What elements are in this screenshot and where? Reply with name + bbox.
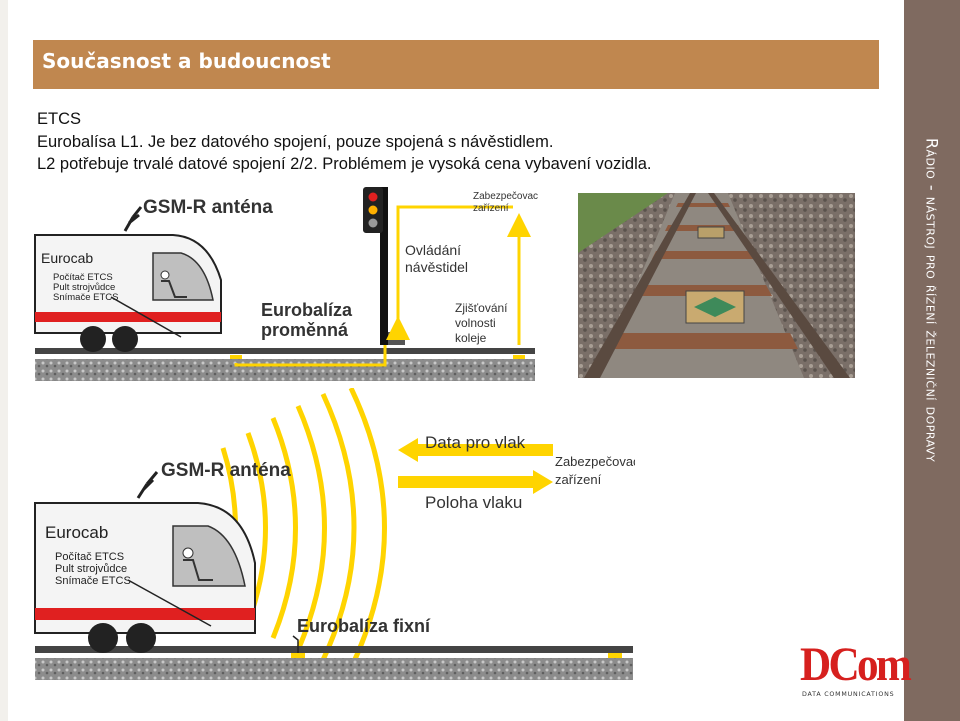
right-rail [708, 193, 850, 378]
slide-title: Současnost a budoucnost [42, 49, 331, 73]
rail [35, 348, 535, 354]
dcom-logo: DCom DATA COMMUNICATIONS [800, 640, 912, 702]
ballast [35, 359, 535, 381]
rail [35, 646, 633, 653]
eurocab-item: Počítač ETCS [53, 272, 113, 283]
balise-link-line [234, 345, 387, 367]
left-margin-strip [0, 0, 8, 721]
train-windshield [172, 525, 246, 587]
track-detection-label: Zjišťování [455, 301, 508, 315]
side-bar-title: Rádio - nástroj pro řízení železniční do… [922, 137, 942, 463]
ballast [35, 658, 633, 680]
signal-post [380, 187, 388, 345]
logo-subtitle: DATA COMMUNICATIONS [802, 691, 895, 698]
driver-icon [182, 547, 194, 559]
wheel-icon [112, 326, 138, 352]
slide-body: ETCS Eurobalísa L1. Je bez datového spoj… [37, 108, 652, 176]
track-balise [608, 653, 622, 658]
track-balise [513, 355, 525, 359]
safety-device-label: Zabezpečovací [555, 454, 635, 469]
title-bar: Současnost a budoucnost [33, 40, 879, 89]
eurocab-item: Snímače ETCS [55, 575, 131, 587]
eurocab-item: Snímače ETCS [53, 292, 118, 303]
gsmr-antenna-label: GSM-R anténa [143, 197, 273, 218]
train-red-stripe [35, 608, 255, 620]
body-line-l2: L2 potřebuje trvalé datové spojení 2/2. … [37, 155, 652, 173]
eurocab-item: Počítač ETCS [55, 551, 124, 563]
logo-wordmark: DCom [800, 638, 912, 691]
left-rail [584, 193, 696, 378]
svg-text:volnosti: volnosti [455, 316, 496, 330]
balise-fixed [291, 653, 305, 658]
gsmr-antenna-label: GSM-R anténa [161, 460, 291, 481]
train-position-arrow [398, 470, 553, 494]
etcs-l1-diagram: GSM-R anténa Eurocab Počítač ETCS Pult s… [34, 187, 538, 381]
eurocab-item: Pult strojvůdce [55, 563, 127, 575]
balise-variable [230, 355, 242, 359]
driver-icon [160, 270, 170, 280]
balise-fixed-label: Eurobalíza fixní [297, 616, 431, 636]
body-line-etcs: ETCS [37, 110, 82, 128]
data-for-train-label: Data pro vlak [425, 433, 526, 452]
signal-control-line [386, 205, 513, 340]
wheel-icon [80, 326, 106, 352]
balise-variable-label: Eurobalíza [261, 300, 353, 320]
grass [578, 193, 668, 253]
sleepers [610, 203, 798, 349]
wheel-icon [88, 623, 118, 653]
svg-text:zařízení: zařízení [555, 472, 602, 487]
wheel-icon [126, 623, 156, 653]
train-position-label: Poloha vlaku [425, 493, 522, 512]
eurocab-item: Pult strojvůdce [53, 282, 115, 293]
data-for-train-arrow [398, 438, 553, 462]
svg-text:proměnná: proměnná [261, 320, 349, 340]
eurocab-label: Eurocab [41, 250, 93, 266]
train-red-stripe [35, 312, 221, 322]
side-bar [904, 0, 960, 721]
antenna-icon [136, 471, 159, 499]
eurocab-label: Eurocab [45, 523, 108, 542]
body-line-l1: Eurobalísa L1. Je bez datového spojení, … [37, 132, 554, 151]
antenna-icon [123, 206, 143, 232]
etcs-l2-diagram: Data pro vlak Poloha vlaku Zabezpečovací… [34, 388, 635, 680]
train-windshield [152, 252, 214, 301]
svg-text:zařízení: zařízení [473, 203, 509, 214]
signal-control-label: Ovládání [405, 242, 461, 258]
svg-text:koleje: koleje [455, 331, 487, 345]
balise-track-photo [578, 193, 855, 378]
svg-text:návěstidel: návěstidel [405, 259, 468, 275]
safety-device-label: Zabezpečovací [473, 191, 538, 202]
